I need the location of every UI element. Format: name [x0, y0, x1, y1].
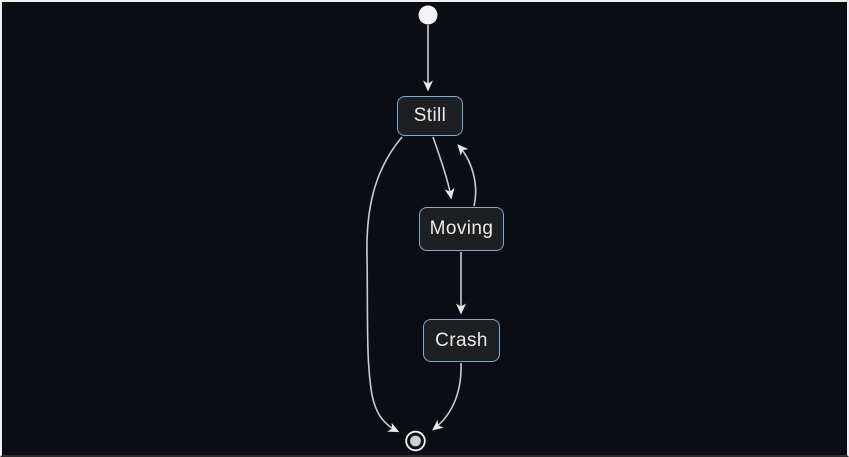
edge-still-to-end — [366, 136, 403, 433]
state-label-still: Still — [413, 105, 447, 126]
edge-still-to-moving — [432, 136, 455, 200]
initial-state-icon — [418, 5, 438, 25]
state-node-still: Still — [397, 96, 463, 136]
state-node-moving: Moving — [419, 207, 504, 251]
state-label-crash: Crash — [435, 329, 488, 351]
state-node-crash: Crash — [423, 319, 500, 362]
edge-crash-to-end — [432, 362, 462, 431]
state-label-moving: Moving — [429, 218, 494, 239]
final-state-inner-dot-icon — [410, 435, 421, 447]
edge-moving-to-still — [457, 144, 477, 207]
